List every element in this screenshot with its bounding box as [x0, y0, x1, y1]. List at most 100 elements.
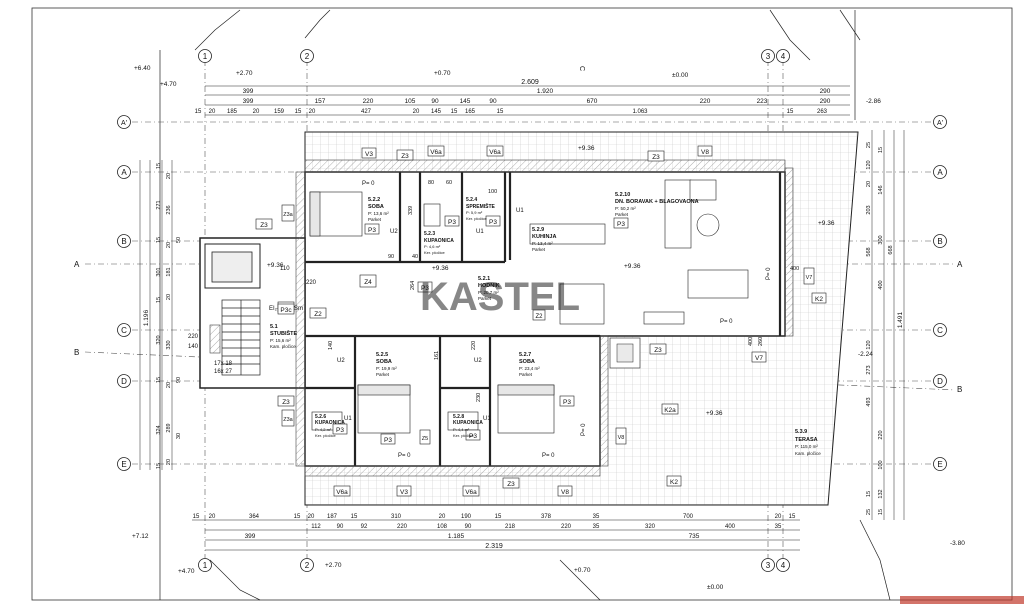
left-total-dim: 1.196	[143, 309, 150, 326]
tag-v6a-bot1: V6a	[336, 489, 348, 496]
stair-shaft-hatch	[209, 324, 221, 354]
top-dim-r2-10: 290	[820, 98, 831, 105]
left-small-2: 30	[176, 433, 182, 439]
bot-overall-dim: 2.319	[485, 543, 503, 550]
room-539-area: P: 115,0 m²	[795, 444, 818, 449]
level-bot-3-80: -3.80	[950, 540, 965, 547]
room-524-floor: Ker. pločice	[466, 216, 487, 221]
tag-v8-bot: V8	[561, 489, 569, 496]
north-wall	[304, 159, 786, 173]
section-b-right: B	[957, 385, 962, 394]
section-b-left: B	[74, 348, 79, 357]
room-521: 5.2.1 HODNIK P: 20,7 m² Parket	[478, 276, 500, 301]
top-dim-r3-15: 263	[817, 109, 828, 115]
bot-dim-r2-1: 90	[337, 524, 344, 530]
room-527: 5.2.7 SOBA P: 23,4 m² Parket	[519, 352, 540, 377]
top-dim-r3-12: 15	[497, 109, 504, 115]
code-527: P3	[563, 399, 571, 406]
room-529: 5.2.9 KUHINJA P: 13,4 m² Parket	[532, 227, 556, 252]
room-5210: 5.2.10 DN. BORAVAK + BLAGOVAONA P: 50,2 …	[615, 192, 699, 217]
bot-dim-r1-0: 15	[193, 514, 200, 520]
tag-z3-left: Z3	[260, 222, 268, 229]
right-c2-0: 15	[878, 147, 884, 153]
room-524: 5.2.4 SPREMIŠTE P: 5,9 m² Ker. pločice	[466, 197, 496, 221]
tag-z2-left: Z2	[314, 311, 322, 318]
level-bot-0-00: ±0.00	[707, 584, 724, 591]
u1-524: U1	[476, 229, 484, 235]
top-dim-r3-14: 15	[787, 109, 794, 115]
level-bot-0-70: +0.70	[574, 567, 591, 574]
bot-dim-r2-4: 108	[437, 524, 448, 530]
room-526: 5.2.6 KUPAONICA P: 4,2 m² Ker. pločice	[315, 414, 345, 438]
bot-dim-r2-6: 218	[505, 524, 516, 530]
left-c1-0: 15	[156, 163, 162, 169]
top-dim-r2-5: 145	[460, 98, 471, 105]
left-c2-6: 20	[166, 382, 172, 388]
room-539-floor: Kam. pločice	[795, 451, 821, 456]
section-a-left: A	[74, 260, 80, 269]
top-dim-r3-10: 15	[451, 109, 458, 115]
stair-flight	[221, 299, 261, 376]
left-c2-3: 181	[166, 267, 172, 276]
tag-z3-bl: Z3	[282, 399, 290, 406]
west-wall	[295, 171, 306, 467]
top-dim-r3-7: 427	[361, 109, 372, 115]
coffee-table	[696, 213, 720, 237]
top-dim-r1-2: 290	[820, 88, 831, 95]
grid-row-d-right: D	[937, 377, 943, 386]
u1-528: U1	[483, 416, 491, 422]
room-51-floor: Kam. pločice	[270, 344, 296, 349]
tag-k2-right: K2	[815, 296, 823, 303]
stair-count-b: 16x 27	[214, 369, 233, 375]
tag-k2a-terrace: K2a	[664, 407, 676, 414]
right-c2-2: 300	[878, 235, 884, 244]
bot-dim-r1-8: 20	[439, 514, 446, 520]
grid-col-3-top: 3	[766, 52, 771, 61]
room-523-area: P: 4,6 m²	[424, 244, 441, 249]
u2-525: U2	[337, 358, 345, 364]
tag-v8-top: V8	[701, 149, 709, 156]
toilet-523	[423, 203, 441, 227]
level-terrace-9-36: +9.36	[706, 410, 723, 417]
room-526-num: 5.2.6	[315, 414, 326, 420]
bot-dim-r1-3: 15	[294, 514, 301, 520]
room-51: 5.1 STUBIŠTE P: 15,6 m² Kam. pločice	[270, 324, 298, 349]
lounge-sofa	[664, 179, 692, 249]
top-dim-r3-8: 20	[413, 109, 420, 115]
bot-dim-r2-10: 400	[725, 524, 736, 530]
left-c1-5: 320	[156, 335, 162, 344]
room-528-floor: Ker. pločice	[453, 433, 474, 438]
room-527-name: SOBA	[519, 359, 535, 365]
terrace-wall	[599, 335, 609, 467]
room-523-floor: Ker. pločice	[424, 250, 445, 255]
grid-row-b-right: B	[937, 237, 942, 246]
code-521: P3	[421, 285, 429, 292]
top-dim-r2-6: 90	[489, 98, 497, 105]
elevator-car	[211, 251, 253, 283]
left-c2-1: 236	[166, 205, 172, 214]
right-c2-1: 146	[878, 185, 884, 194]
room-525-num: 5.2.5	[376, 352, 388, 358]
level-bot-7-12: +7.12	[132, 533, 149, 540]
room-51-name: STUBIŠTE	[270, 329, 298, 337]
top-overall-dim: 2.609	[521, 79, 539, 86]
right-c2-4: 220	[878, 430, 884, 439]
grid-row-a-right: A	[937, 168, 943, 177]
room-525-name: SOBA	[376, 359, 392, 365]
room-539-num: 5.3.9	[795, 429, 807, 435]
stair-n220: 220	[306, 280, 317, 286]
left-c2-4: 20	[166, 294, 172, 300]
grid-col-2-bottom: 2	[305, 561, 310, 570]
inner-400b: 400	[790, 266, 799, 272]
code-5210: P3	[617, 221, 625, 228]
right-c1-1: 120	[866, 160, 872, 169]
right-c1-8: 15	[866, 491, 872, 497]
bot-dim-r1-9: 190	[461, 514, 472, 520]
room-5210-floor: Parket	[615, 212, 629, 217]
tag-z4-hall: Z4	[364, 279, 372, 286]
top-dim-r3-1: 20	[209, 109, 216, 115]
level-markers: +6.40 +4.70 +2.70 +0.70 ±0.00 -2.86 +9.3…	[132, 65, 965, 591]
row-bubbles: A' A' A A B B C C D D E E	[117, 115, 947, 471]
site-outline	[159, 9, 891, 601]
